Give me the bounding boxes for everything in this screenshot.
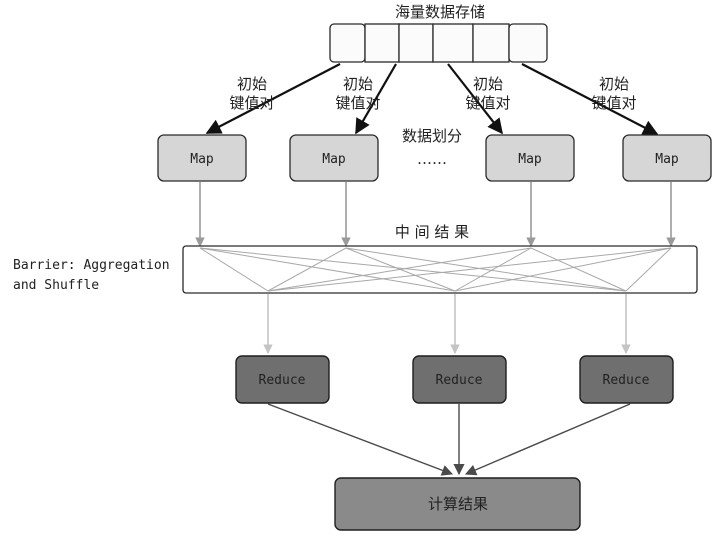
storage-array [329, 23, 548, 63]
initial-kv-label-line2: 键值对 [591, 94, 636, 112]
shuffle-line [454, 247, 672, 292]
storage-title: 海量数据存储 [395, 3, 485, 21]
initial-kv-labels: 初始 键值对 初始 键值对 初始 键值对 初始 键值对 [229, 75, 636, 112]
shuffle-line [530, 247, 627, 292]
shuffle-line [454, 247, 532, 292]
storage-cell [398, 23, 434, 63]
partition-label: 数据划分 [402, 127, 462, 145]
storage-cell [432, 23, 474, 63]
reduce-box [235, 355, 330, 404]
arrow-storage-map-2 [355, 63, 397, 135]
initial-kv-label-line2: 键值对 [465, 94, 510, 112]
reduce-to-result-arrows [267, 403, 631, 476]
reduce-node: Reduce [412, 355, 507, 404]
shuffle-line [267, 247, 347, 292]
reduce-box [579, 355, 674, 404]
map-label: Map [655, 152, 679, 167]
ellipsis: …… [417, 150, 447, 168]
map-box [485, 134, 575, 182]
result-box [334, 477, 581, 531]
arrow-storage-map-4 [521, 63, 659, 135]
map-node: Map [485, 134, 575, 182]
shuffle-line [199, 247, 269, 292]
map-node: Map [622, 134, 712, 182]
storage-cell [508, 23, 548, 63]
arrow-storage-map-1 [205, 63, 341, 134]
arrow-reduce-result-1 [267, 403, 454, 476]
reduce-label: Reduce [603, 373, 650, 388]
map-node: Map [157, 134, 247, 182]
map-box [289, 134, 379, 182]
shuffle-line [345, 247, 627, 292]
map-label: Map [518, 152, 542, 167]
initial-kv-label-line1: 初始 [237, 75, 267, 93]
reduce-label: Reduce [436, 373, 483, 388]
intermediate-label: 中 间 结 果 [395, 223, 469, 241]
barrier-label-line1: Barrier: Aggregation [13, 258, 170, 273]
result-node: 计算结果 [334, 477, 581, 531]
shuffle-line [199, 247, 456, 292]
intermediate-to-reduce-arrows [263, 294, 631, 354]
reduce-node: Reduce [579, 355, 674, 404]
shuffle-line [267, 247, 672, 292]
shuffle-lines [199, 247, 672, 292]
map-to-intermediate-arrows [195, 182, 676, 247]
initial-kv-label-line1: 初始 [599, 75, 629, 93]
shuffle-line [625, 247, 672, 292]
reduce-label: Reduce [259, 373, 306, 388]
shuffle-line [267, 247, 532, 292]
reduce-node: Reduce [235, 355, 330, 404]
arrow-storage-map-3 [447, 63, 503, 135]
reduce-box [412, 355, 507, 404]
storage-to-map-arrows [205, 63, 659, 135]
arrow-reduce-result-3 [464, 403, 631, 476]
shuffle-line [199, 247, 627, 292]
map-node: Map [289, 134, 379, 182]
barrier-box [182, 245, 698, 294]
initial-kv-label-line1: 初始 [473, 75, 503, 93]
map-label: Map [322, 152, 346, 167]
storage-cell [364, 23, 400, 63]
initial-kv-label-line1: 初始 [343, 75, 373, 93]
storage-cell [472, 23, 510, 63]
map-box [157, 134, 247, 182]
initial-kv-label-line2: 键值对 [335, 94, 380, 112]
map-box [622, 134, 712, 182]
barrier-label-line2: and Shuffle [13, 278, 99, 293]
storage-cell [329, 23, 366, 63]
result-label: 计算结果 [428, 495, 488, 513]
initial-kv-label-line2: 键值对 [229, 94, 274, 112]
map-label: Map [190, 152, 214, 167]
